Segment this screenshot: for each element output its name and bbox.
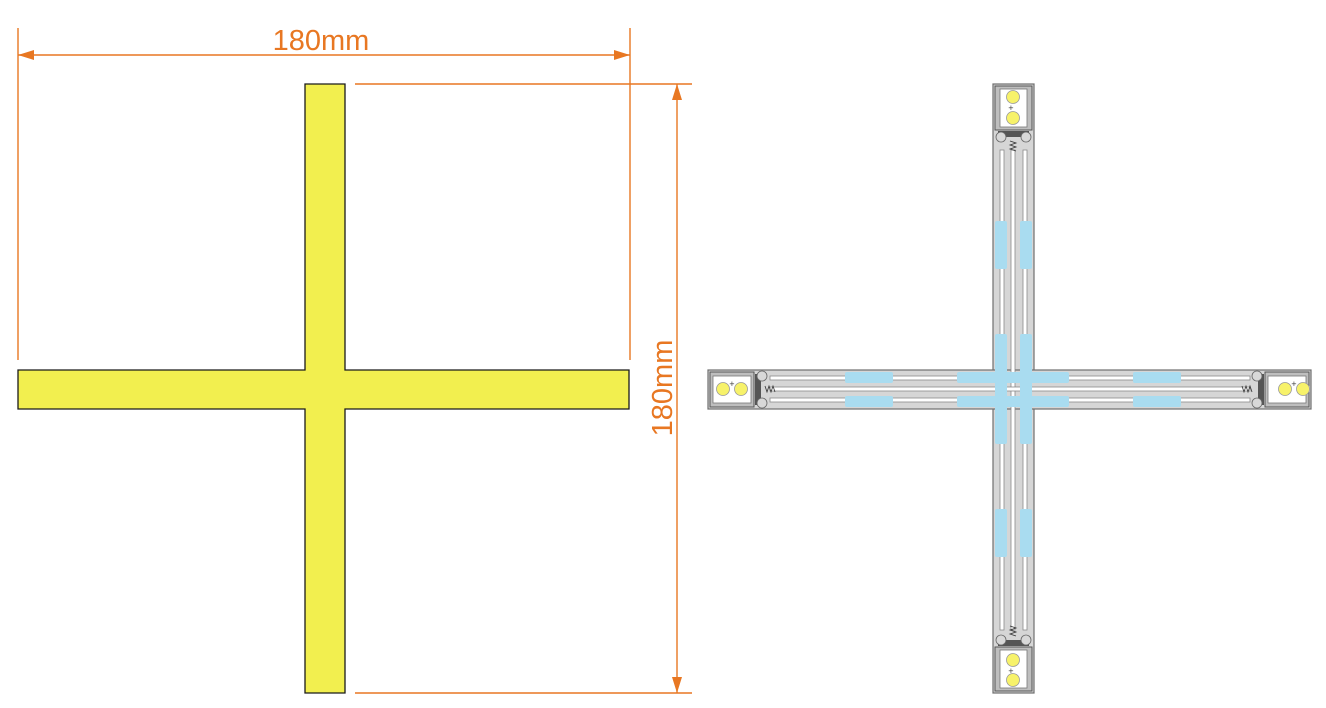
width-arrow-left-icon — [18, 50, 34, 60]
width-label: 180mm — [273, 25, 370, 57]
polarity-mark-icon: + — [1008, 104, 1014, 112]
connector-right: + — [1241, 370, 1310, 409]
vertical-segments — [995, 221, 1032, 557]
segment-pad — [1020, 221, 1032, 269]
spring-contact-icon — [1241, 384, 1253, 394]
height-arrow-bottom-icon — [672, 677, 682, 693]
led-chip-icon — [1278, 382, 1292, 396]
connector-bottom: + — [994, 625, 1033, 692]
led-chip-icon — [1006, 111, 1020, 125]
connector-left: + — [709, 370, 776, 409]
segment-pad — [1020, 509, 1032, 557]
segment-pad — [1020, 334, 1032, 444]
spring-contact-icon — [764, 384, 776, 394]
led-chip-icon — [1006, 90, 1020, 104]
led-chip-icon — [734, 382, 748, 396]
segment-pad — [1133, 372, 1181, 383]
dimension-drawing: 180mm 180mm — [17, 25, 692, 694]
led-chip-icon — [1296, 382, 1310, 396]
segment-pad — [995, 221, 1007, 269]
spring-contact-icon — [1008, 625, 1018, 637]
height-arrow-top-icon — [672, 84, 682, 100]
horizontal-segments — [845, 372, 1181, 407]
led-chip-icon — [1006, 653, 1020, 667]
led-chip-icon — [716, 382, 730, 396]
polarity-mark-icon: + — [1008, 667, 1014, 675]
connector-top: + — [994, 85, 1033, 152]
polarity-mark-icon: + — [729, 380, 735, 388]
led-cross-connector: + + + — [707, 83, 1312, 694]
segment-pad — [957, 372, 1069, 383]
segment-pad — [845, 372, 893, 383]
segment-pad — [845, 396, 893, 407]
width-arrow-right-icon — [614, 50, 630, 60]
spring-contact-icon — [1008, 140, 1018, 152]
segment-pad — [1133, 396, 1181, 407]
segment-pad — [995, 509, 1007, 557]
height-dimension — [355, 83, 692, 694]
polarity-mark-icon: + — [1291, 380, 1297, 388]
cross-outline-shape — [17, 83, 630, 694]
segment-pad — [957, 396, 1069, 407]
led-chip-icon — [1006, 673, 1020, 687]
segment-pad — [995, 334, 1007, 444]
height-label: 180mm — [647, 340, 679, 437]
